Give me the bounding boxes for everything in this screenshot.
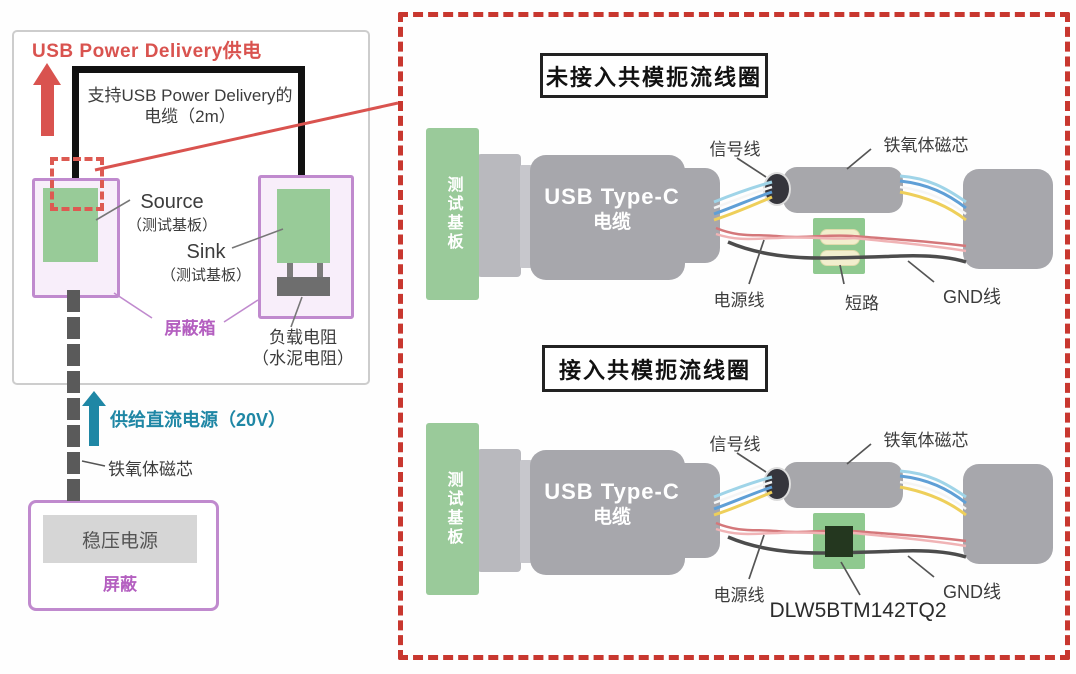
cable-note-line2: 电缆（2m） (144, 107, 236, 126)
ferrite-core-label: 铁氧体磁芯 (883, 136, 969, 155)
plug-nub (520, 460, 532, 563)
regulated-power-supply: 稳压电源 (43, 515, 197, 563)
short-circuit-label: 短路 (845, 294, 879, 313)
diagram1-wires (713, 148, 967, 285)
far-end-connector (963, 169, 1053, 269)
common-mode-choke-chip (825, 526, 853, 557)
source-sub-label: （测试基板） (126, 217, 218, 234)
usb-cable-neck (678, 463, 720, 558)
source-pointer-line (95, 199, 131, 221)
gnd-wire-label: GND线 (943, 287, 1001, 307)
power-wire-label: 电源线 (713, 291, 765, 310)
sink-sub-label: （测试基板） (160, 267, 252, 284)
test-board-label: 测试基板 (444, 176, 462, 252)
shieldbox-pointer-left (113, 292, 153, 319)
zoom-region-marker (50, 157, 104, 211)
diagram-without-choke: 测试基板 USB Type-C 电缆 (400, 110, 1070, 325)
cable-note-line1: 支持USB Power Delivery的 (87, 86, 293, 105)
shieldbox-pointer-right (223, 299, 259, 323)
ferrite-core-cylinder (783, 167, 903, 213)
receptacle-connector (477, 154, 521, 277)
signal-wire-label: 信号线 (709, 140, 761, 159)
ferrite-pointer-left (81, 460, 106, 467)
usb-cable-segment (72, 66, 79, 195)
shield-label: 屏蔽 (103, 575, 137, 594)
up-arrow-icon (41, 84, 54, 136)
zoom-detail-frame (398, 12, 1070, 660)
usb-cable-line1: USB Type-C (544, 184, 680, 209)
diagram2-title: 接入共模扼流线圈 (542, 345, 768, 392)
up-arrow-head-icon (33, 63, 61, 85)
sink-pointer-line (231, 228, 284, 249)
pd-power-title: USB Power Delivery供电 (32, 41, 262, 62)
diagram-with-choke: 测试基板 USB Type-C 电缆 (400, 405, 1070, 640)
test-board-label: 测试基板 (444, 471, 462, 547)
diagram1-title: 未接入共模扼流线圈 (540, 53, 768, 98)
resistor-lead (287, 263, 293, 278)
ferrite-core-cylinder (783, 462, 903, 508)
sink-test-board (277, 189, 330, 263)
dc-supply-cable-with-ferrites (67, 290, 80, 502)
sink-label: Sink (186, 241, 226, 263)
usb-cable-label: USB Type-C 电缆 (544, 479, 680, 531)
cable-note: 支持USB Power Delivery的 电缆（2m） (88, 85, 293, 127)
load-resistor-line1: 负载电阻 (269, 328, 337, 347)
zoom-callout-line (94, 101, 399, 172)
dc-up-arrow-head-icon (82, 391, 106, 406)
usb-cable-label: USB Type-C 电缆 (544, 184, 680, 236)
source-label: Source (140, 191, 204, 213)
ferrite-core-label: 铁氧体磁芯 (883, 431, 969, 450)
usb-cable-segment (72, 66, 305, 73)
shield-box-label: 屏蔽箱 (164, 319, 216, 338)
plug-nub (520, 165, 532, 268)
usb-type-c-cable-body (530, 450, 685, 575)
gnd-wire-label: GND线 (943, 582, 1001, 602)
usb-cable-line2: 电缆 (592, 507, 631, 528)
left-panel-lines (81, 101, 399, 467)
signal-wire-label: 信号线 (709, 435, 761, 454)
ferrite-core-label-left: 铁氧体磁芯 (108, 460, 193, 479)
usb-cable-line2: 电缆 (592, 212, 631, 233)
receptacle-connector (477, 449, 521, 572)
resistor-lead (317, 263, 323, 278)
usb-cable-segment (298, 66, 305, 193)
usb-cable-line1: USB Type-C (544, 479, 680, 504)
load-resistor-label: 负载电阻 （水泥电阻） (252, 327, 354, 369)
power-wire-label: 电源线 (713, 586, 765, 605)
load-resistor (277, 277, 330, 296)
far-end-connector (963, 464, 1053, 564)
test-board-block: 测试基板 (426, 128, 479, 300)
usb-cable-neck (678, 168, 720, 263)
usb-type-c-cable-body (530, 155, 685, 280)
load-resistor-line2: （水泥电阻） (252, 349, 354, 368)
diagram2-wires (713, 443, 967, 596)
choke-part-number-label: DLW5BTM142TQ2 (769, 599, 947, 622)
dc-supply-label: 供给直流电源（20V） (110, 410, 287, 430)
load-resistor-pointer (290, 296, 303, 328)
test-board-block: 测试基板 (426, 423, 479, 595)
dc-up-arrow-icon (89, 404, 99, 446)
